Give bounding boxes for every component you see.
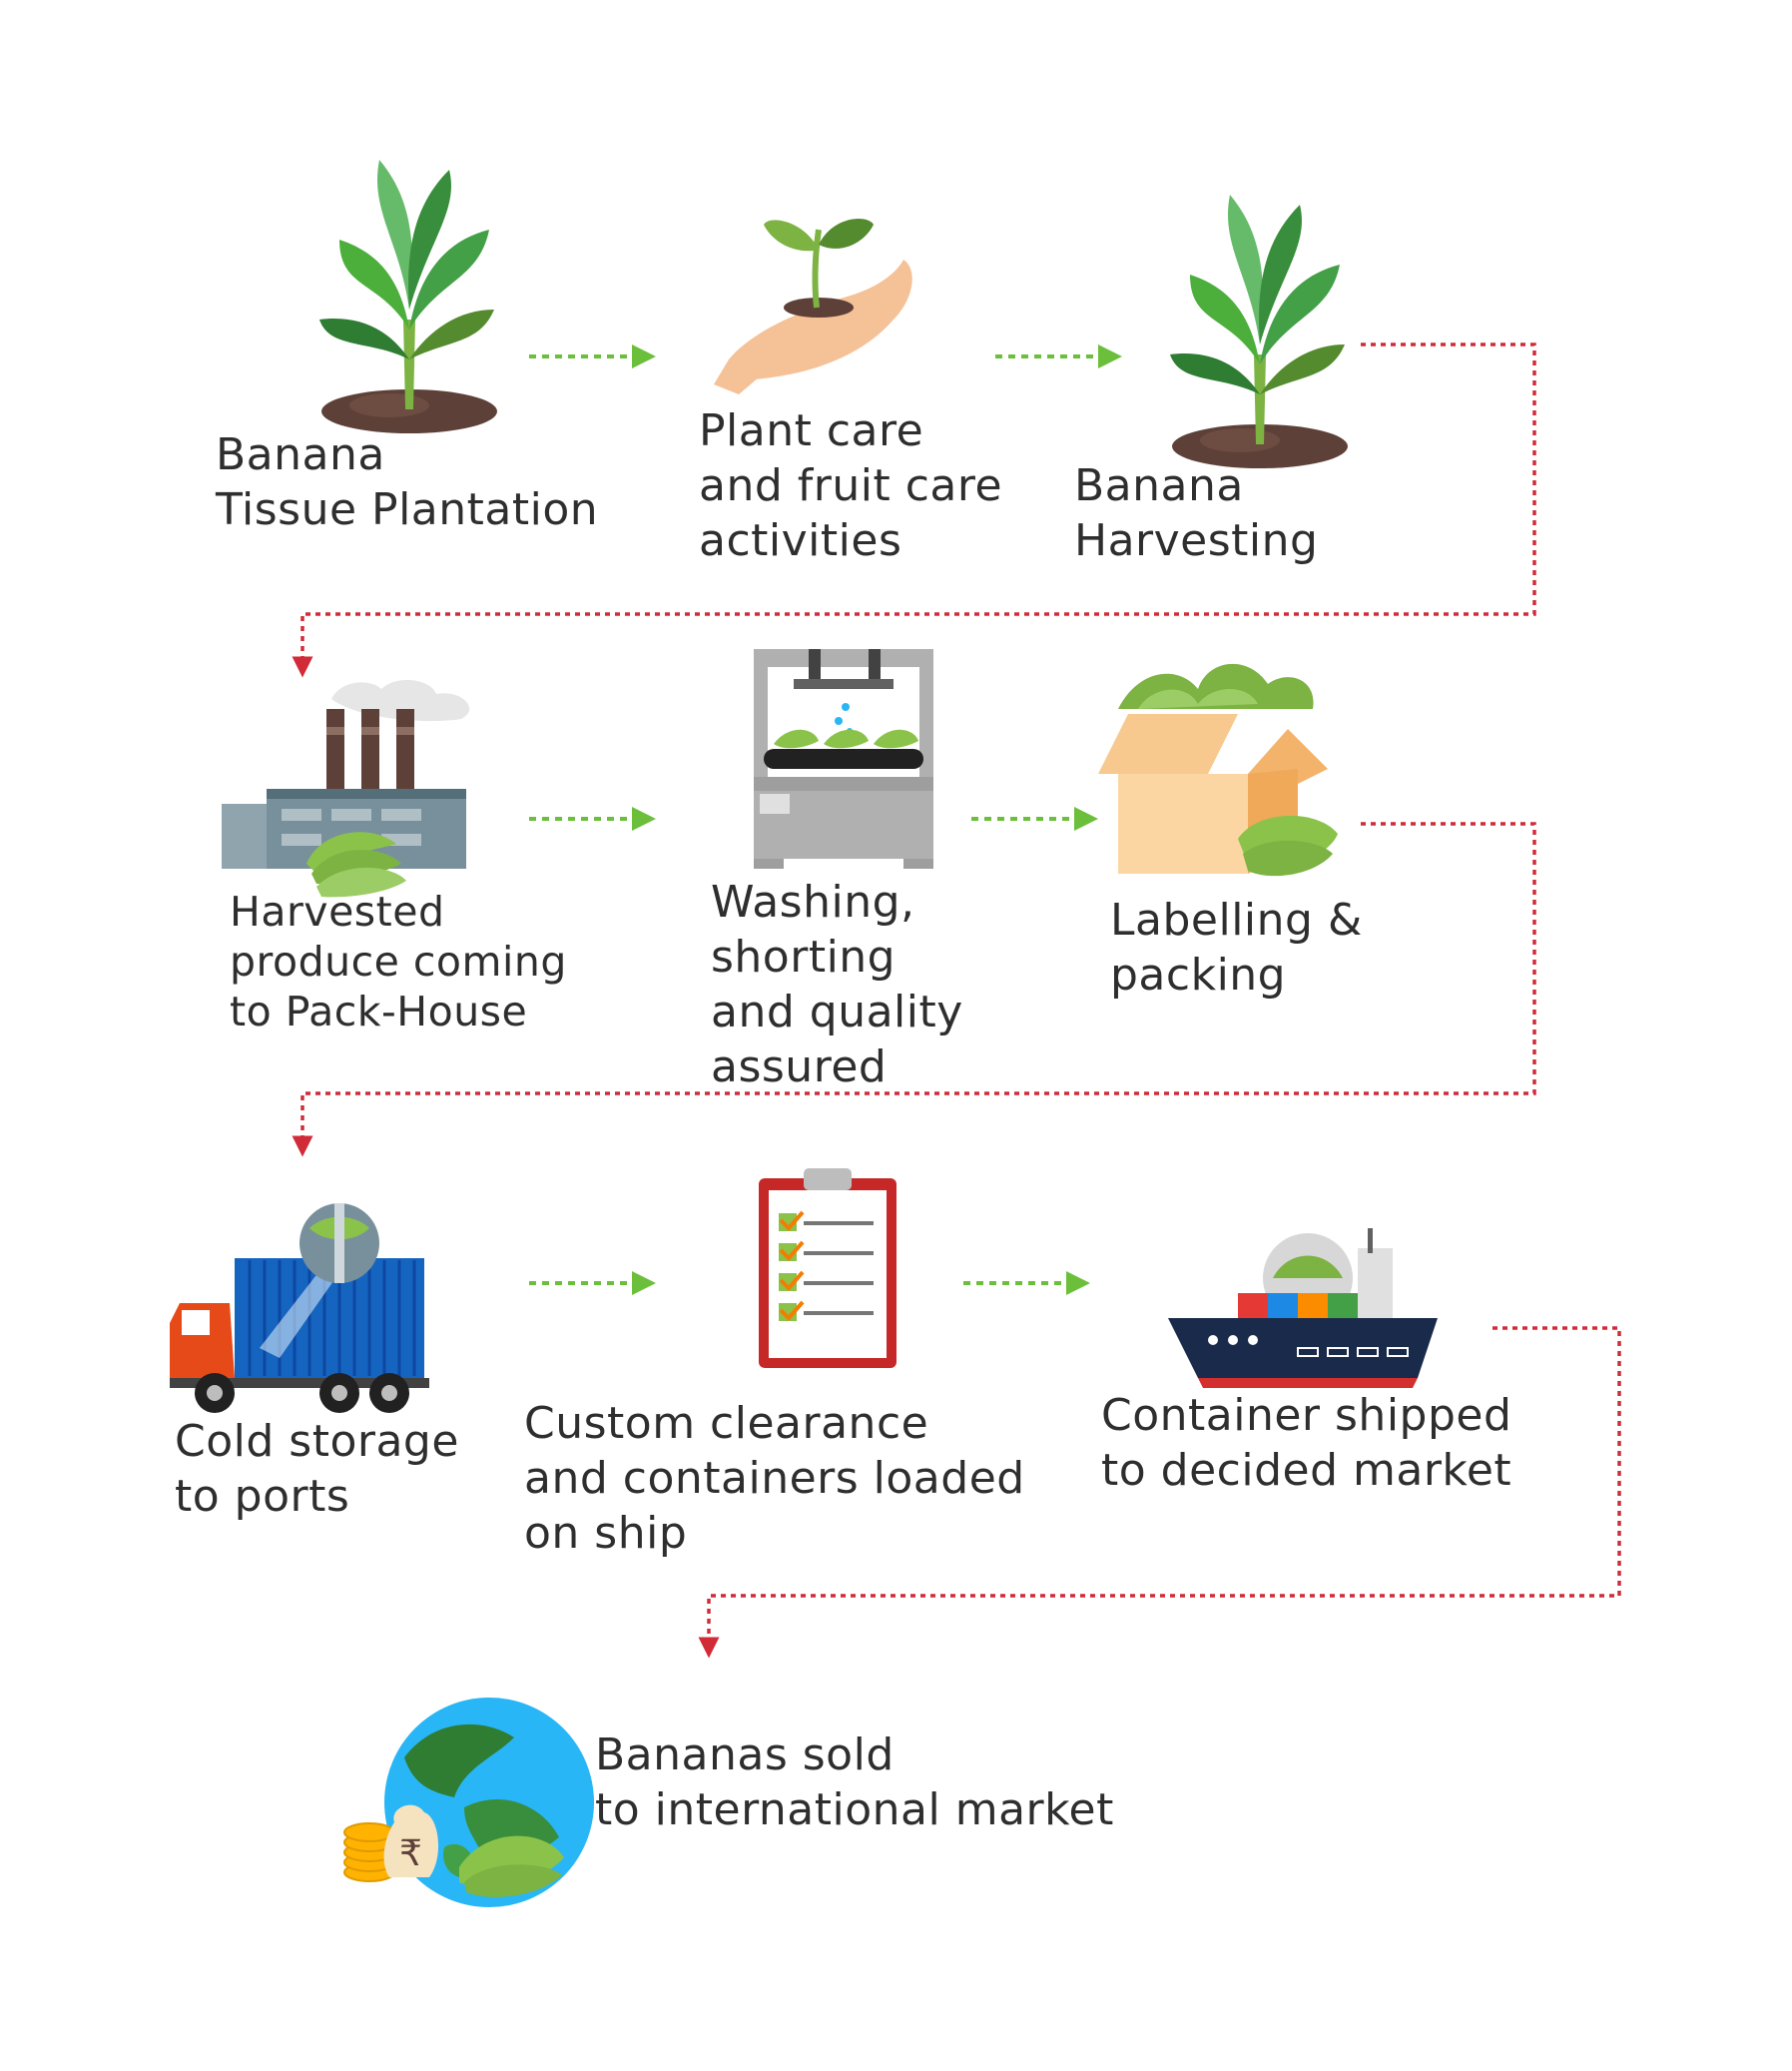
label-line: packing [1110, 950, 1287, 1001]
label-line: produce coming [230, 938, 567, 986]
label-line: to ports [175, 1471, 350, 1522]
globe-money-icon: ₹ [343, 1698, 594, 1907]
label-line: Plant care [699, 405, 924, 456]
washing-machine-icon [754, 649, 933, 869]
step-label-pack-house: Harvested produce coming to Pack-House [230, 887, 567, 1036]
row-connectors [292, 343, 1621, 1659]
step-label-shipped: Container shipped to decided market [1101, 1388, 1511, 1498]
label-line: Labelling & [1110, 895, 1363, 946]
connector-row1-row2 [292, 343, 1536, 678]
label-line: and containers loaded [524, 1453, 1025, 1504]
label-line: Washing, [711, 877, 915, 928]
cargo-ship-icon [1168, 1228, 1438, 1388]
banana-box-icon [1098, 663, 1338, 877]
label-line: Bananas sold [595, 1729, 895, 1780]
banana-plant-icon [1170, 195, 1348, 468]
label-line: assured [711, 1041, 888, 1092]
seedling-hand-icon [714, 219, 912, 394]
connector-row2-row3 [292, 822, 1536, 1157]
step-label-harvesting: Banana Harvesting [1074, 458, 1318, 568]
label-line: Harvested [230, 888, 445, 936]
step-label-tissue-plantation: Banana Tissue Plantation [216, 427, 598, 537]
label-line: Harvesting [1074, 515, 1319, 566]
rupee-symbol: ₹ [399, 1833, 422, 1874]
connector-row3-row4 [698, 1326, 1621, 1659]
step-label-washing: Washing, shorting and quality assured [711, 875, 963, 1094]
label-line: activities [699, 515, 902, 566]
label-line: to international market [595, 1784, 1114, 1835]
label-line: Tissue Plantation [216, 484, 599, 535]
label-line: and quality [711, 987, 963, 1037]
clipboard-checklist-icon [759, 1168, 896, 1368]
label-line: Container shipped [1101, 1390, 1512, 1441]
label-line: Banana [216, 429, 385, 480]
label-line: to decided market [1101, 1445, 1512, 1496]
label-line: shorting [711, 932, 896, 983]
step-label-sold: Bananas sold to international market [595, 1727, 1114, 1837]
factory-icon [222, 679, 470, 898]
step-label-cold-storage: Cold storage to ports [175, 1414, 459, 1524]
label-line: Cold storage [175, 1416, 459, 1467]
label-line: to Pack-House [230, 988, 528, 1036]
label-line: Banana [1074, 460, 1244, 511]
label-line: and fruit care [699, 460, 1003, 511]
banana-plant-icon [319, 160, 497, 433]
refrigerated-truck-icon [170, 1203, 429, 1413]
label-line: Custom clearance [524, 1398, 929, 1449]
step-label-plant-care: Plant care and fruit care activities [699, 403, 1002, 568]
step-label-custom-clearance: Custom clearance and containers loaded o… [524, 1396, 1025, 1561]
label-line: on ship [524, 1508, 688, 1559]
flow-arrows [529, 345, 1122, 1295]
step-label-packing: Labelling & packing [1110, 893, 1363, 1003]
